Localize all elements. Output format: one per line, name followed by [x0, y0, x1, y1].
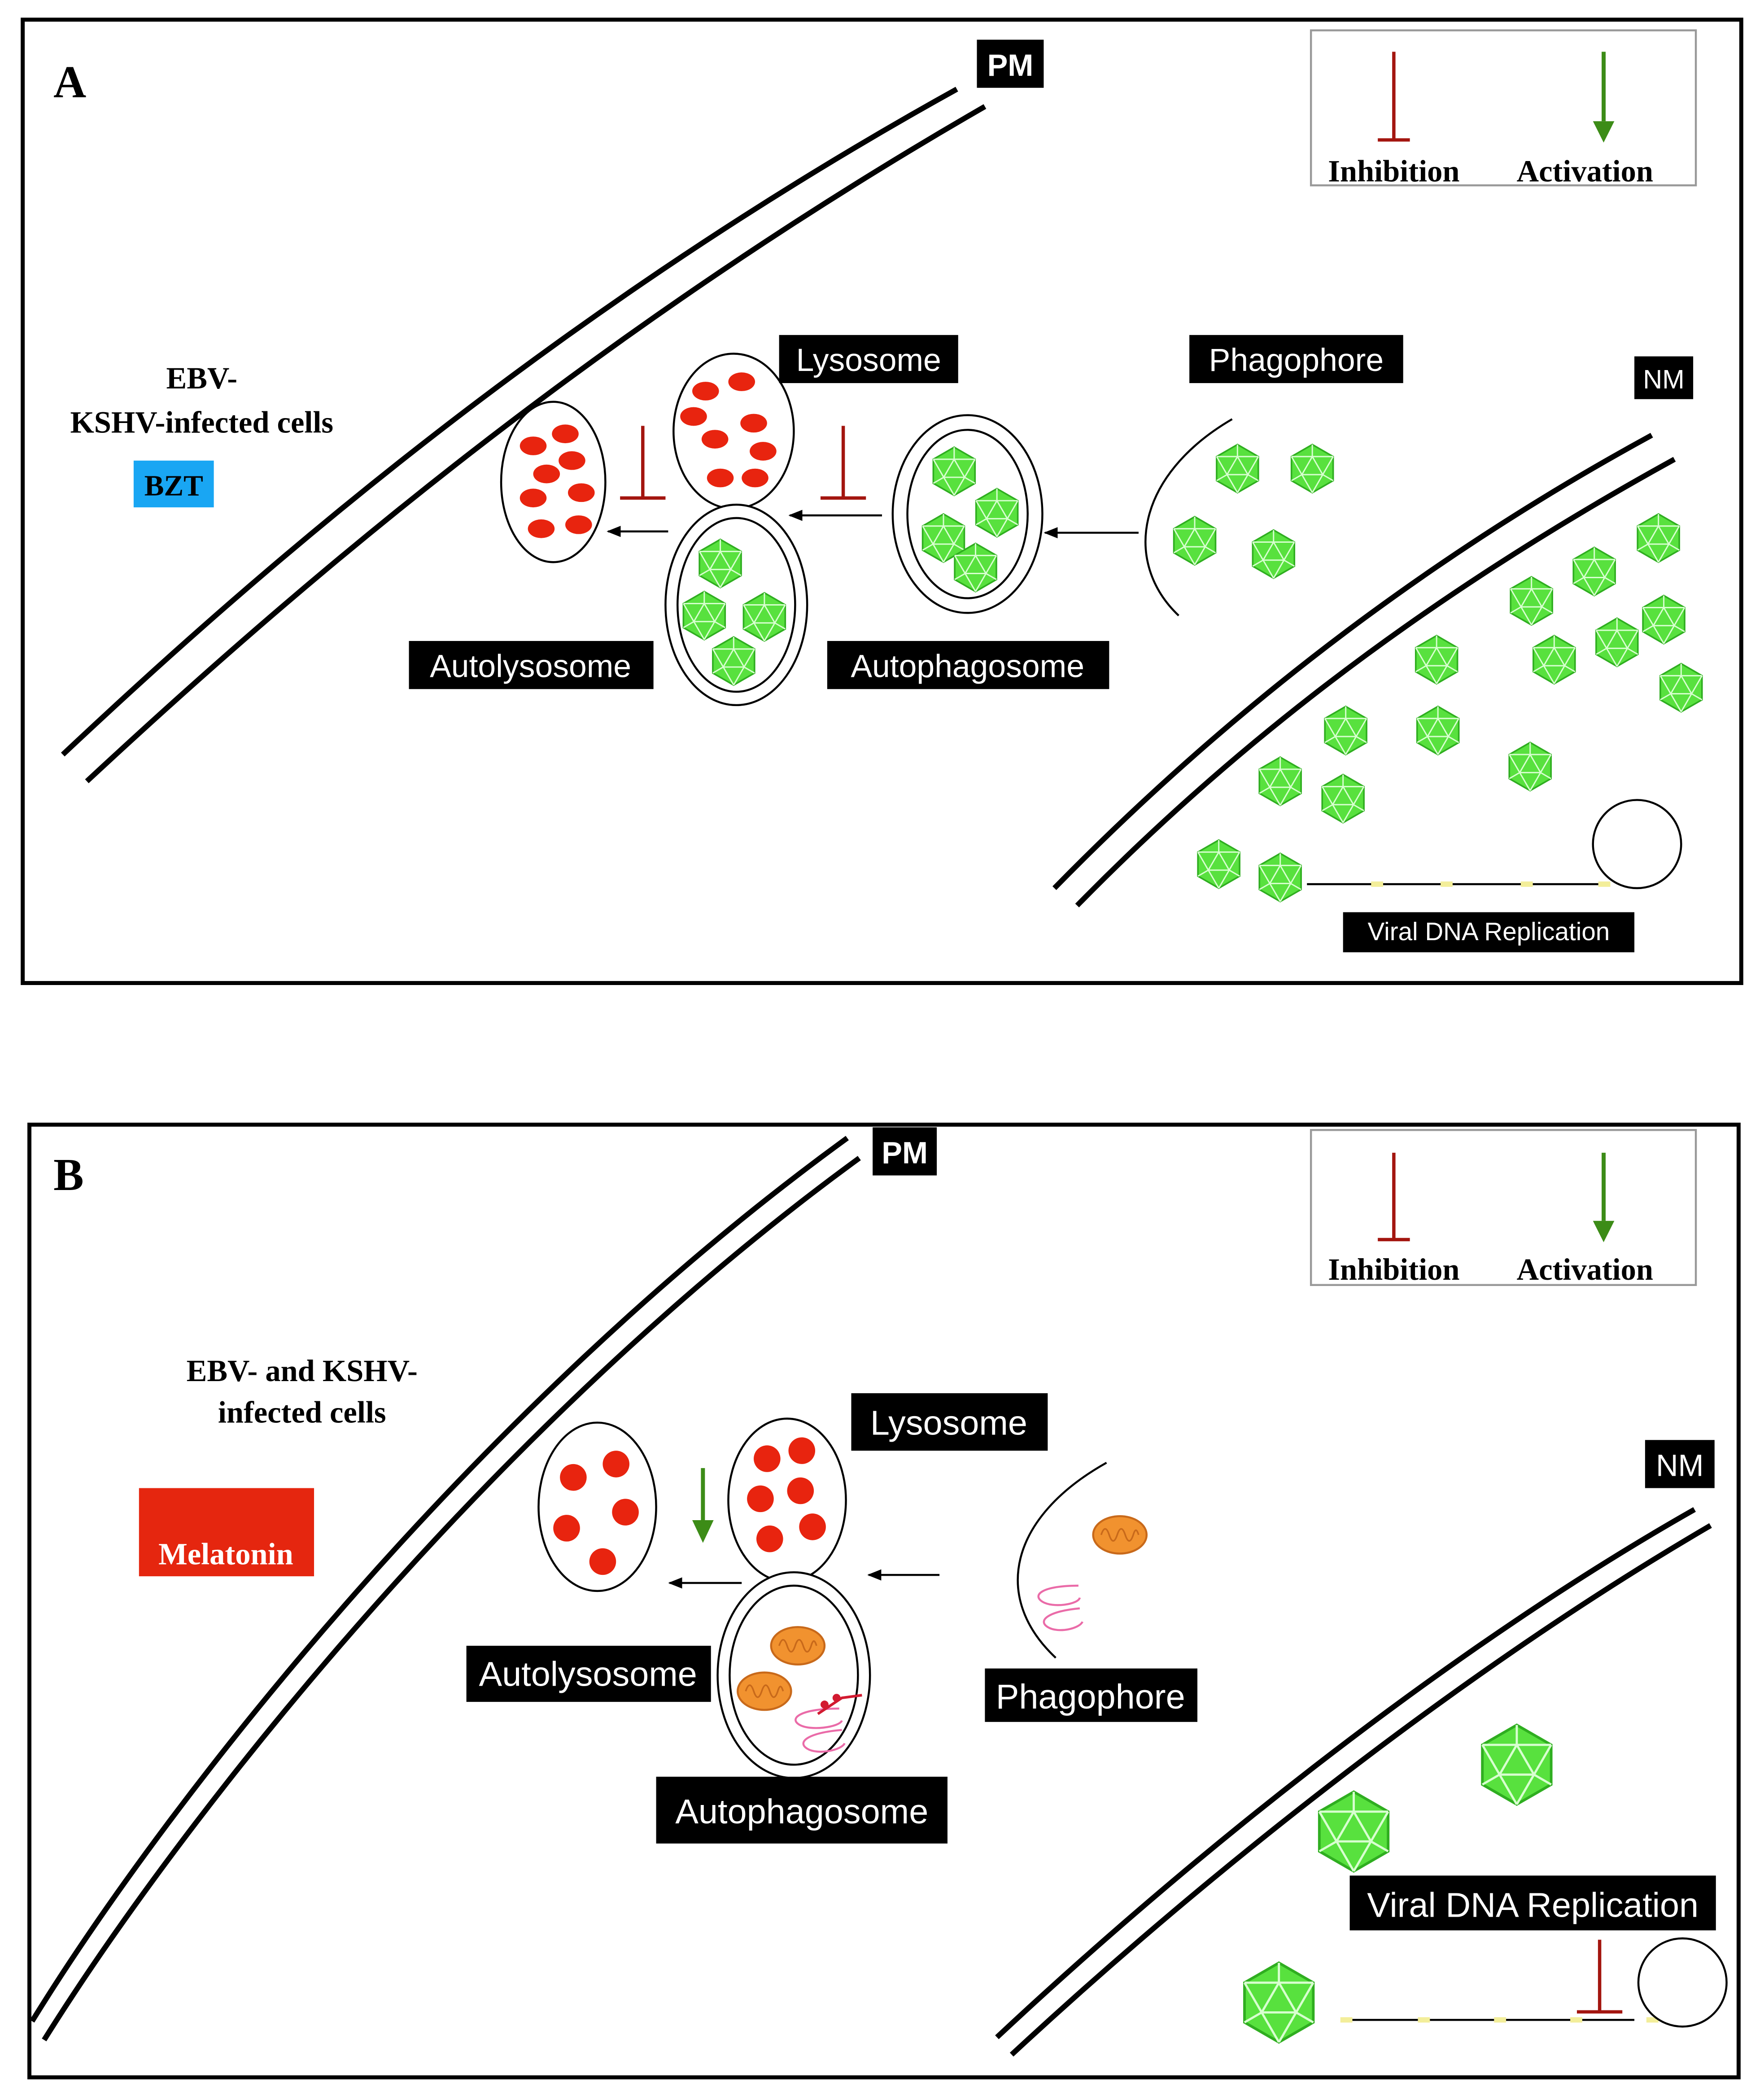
cell-label-line2: KSHV-infected cells: [70, 405, 334, 439]
bzt-label: BZT: [144, 470, 203, 502]
phagophore-membrane: [1144, 418, 1233, 616]
legend-box: [1310, 1129, 1697, 1286]
nm-label: NM: [1643, 364, 1685, 394]
legend-inhibition-label: Inhibition: [1328, 1252, 1459, 1286]
panel-b: B PM NM EBV- and KSHV- infected cells Me…: [27, 1122, 1741, 2080]
panel-a: A PM NM EBV- KSHV-infected cells BZT Inh…: [21, 17, 1743, 985]
pm-label-box: [873, 1127, 937, 1176]
legend-activation-label: Activation: [1517, 154, 1653, 188]
legend-inhibition-label: Inhibition: [1328, 154, 1459, 188]
replication-label: Viral DNA Replication: [1367, 1886, 1699, 1925]
replication-label-box: [1349, 1875, 1716, 1931]
autolysosome-vesicle: [537, 1421, 657, 1592]
nuclear-membrane: [995, 1507, 1712, 2057]
inhibition-symbol: [620, 426, 666, 500]
nm-label-box: [1634, 356, 1694, 399]
panel-a-letter: A: [53, 57, 86, 107]
phagophore-membrane: [1017, 1461, 1107, 1659]
pm-label-box: [977, 39, 1044, 88]
bzt-badge: [133, 460, 214, 508]
autolysosome-double-membrane: [664, 503, 808, 706]
inhibition-symbol: [820, 426, 866, 500]
autophagosome-label: Autophagosome: [675, 1792, 928, 1831]
autolysosome-label-box: [409, 641, 654, 689]
lysosome-label: Lysosome: [870, 1404, 1027, 1442]
lysosome-label-box: [779, 335, 958, 384]
autolysosome-vesicle: [500, 401, 607, 563]
phagophore-label: Phagophore: [1209, 342, 1384, 378]
lysosome-vesicle: [672, 353, 795, 510]
legend-activation-label: Activation: [1517, 1252, 1653, 1286]
legend-box: [1310, 29, 1697, 187]
rna-icon: [795, 1707, 846, 1753]
pm-label: PM: [987, 48, 1034, 83]
plasma-membrane: [61, 87, 987, 784]
lysosome-vesicle: [727, 1417, 847, 1583]
viral-dna-strand: [1340, 2017, 1659, 2023]
inhibition-symbol: [1576, 1940, 1623, 2014]
activation-symbol: [692, 1468, 714, 1543]
melatonin-badge: [139, 1488, 314, 1577]
rna-icon: [1037, 1584, 1083, 1631]
phagophore-label-box: [1189, 335, 1403, 384]
autolysosome-label: Autolysosome: [430, 648, 631, 684]
nm-label-box: [1645, 1440, 1715, 1488]
autolysosome-label-box: [466, 1646, 711, 1702]
cell-label-line1: EBV-: [166, 361, 238, 395]
autophagosome-label: Autophagosome: [851, 648, 1084, 684]
viral-episome-icon: [1592, 799, 1682, 889]
autolysosome-label: Autolysosome: [479, 1655, 697, 1693]
viral-dna-strand: [1307, 881, 1611, 887]
rna-icon: [817, 1694, 862, 1715]
autophagosome: [716, 1571, 871, 1779]
mitochondrion-icon: [1093, 1516, 1147, 1553]
lysosome-label: Lysosome: [796, 342, 941, 378]
phagophore-label: Phagophore: [996, 1678, 1185, 1716]
melatonin-label: Melatonin: [158, 1537, 293, 1571]
nm-label: NM: [1656, 1448, 1704, 1483]
replication-label: Viral DNA Replication: [1367, 917, 1610, 946]
panel-b-letter: B: [53, 1150, 84, 1200]
nuclear-membrane: [1052, 433, 1676, 907]
cell-label-line2: infected cells: [218, 1395, 386, 1430]
phagophore-label-box: [985, 1668, 1197, 1722]
autophagosome: [891, 414, 1044, 614]
plasma-membrane: [30, 1136, 861, 2041]
pm-label: PM: [882, 1136, 928, 1170]
replication-label-box: [1343, 912, 1635, 953]
inhibition-legend-icon: [1378, 52, 1410, 142]
lysosome-label-box: [851, 1393, 1048, 1451]
autophagosome-label-box: [656, 1776, 947, 1844]
viral-episome-icon: [1637, 1937, 1728, 2028]
autophagosome-label-box: [827, 641, 1109, 689]
activation-legend-icon: [1593, 52, 1615, 143]
cell-label-line1: EBV- and KSHV-: [187, 1354, 418, 1388]
inhibition-legend-icon: [1378, 1152, 1410, 1242]
activation-legend-icon: [1593, 1152, 1615, 1243]
